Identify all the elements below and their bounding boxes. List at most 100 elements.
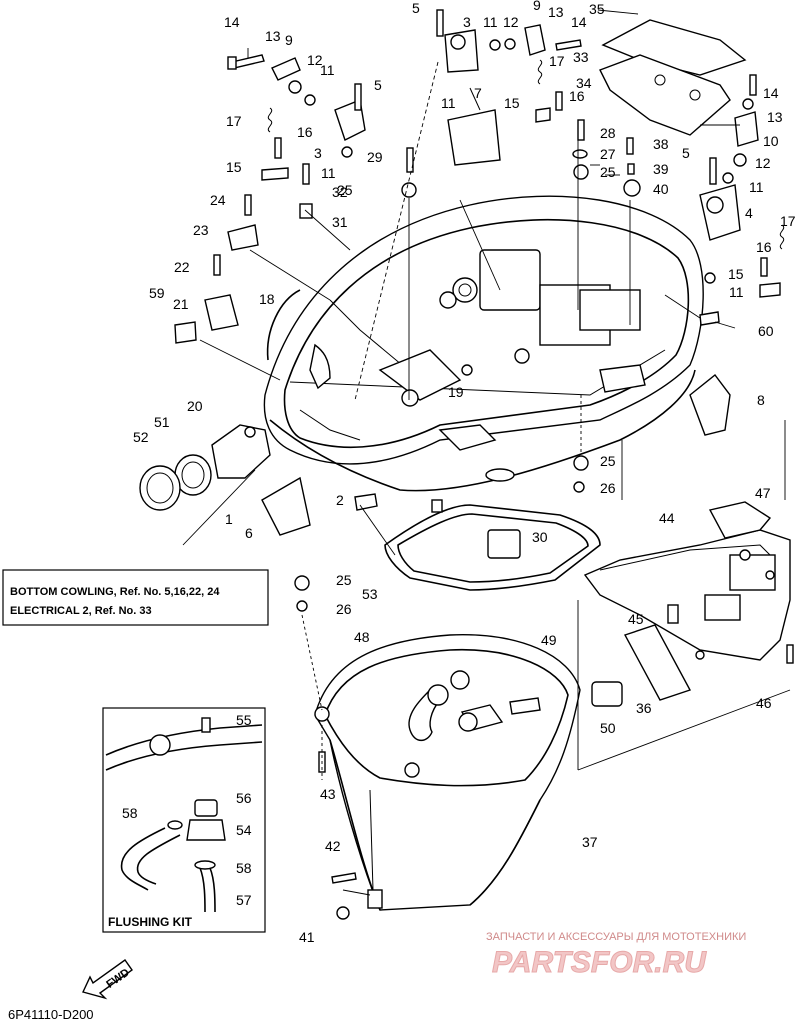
callout-60: 60 xyxy=(758,323,774,339)
callout-ticks xyxy=(247,9,740,176)
callout-12: 12 xyxy=(307,52,323,68)
fwd-arrow: FWD xyxy=(82,959,133,1000)
callout-12: 12 xyxy=(755,155,771,171)
callout-46: 46 xyxy=(756,695,772,711)
callout-53: 53 xyxy=(362,586,378,602)
leader-lines xyxy=(182,61,791,896)
callout-2: 2 xyxy=(336,492,344,508)
callout-6: 6 xyxy=(245,525,253,541)
callout-25: 25 xyxy=(337,182,353,198)
callout-7: 7 xyxy=(474,85,482,101)
callout-17: 17 xyxy=(226,113,242,129)
callout-28: 28 xyxy=(600,125,616,141)
callout-3: 3 xyxy=(463,14,471,30)
callout-43: 43 xyxy=(320,786,336,802)
callout-59: 59 xyxy=(149,285,165,301)
callout-57: 57 xyxy=(236,892,252,908)
drawing-code: 6P41110-D200 xyxy=(8,1007,94,1022)
callout-49: 49 xyxy=(541,632,557,648)
callout-40: 40 xyxy=(653,181,669,197)
callout-9: 9 xyxy=(533,0,541,13)
callout-13: 13 xyxy=(548,4,564,20)
callout-52: 52 xyxy=(133,429,149,445)
callout-3: 3 xyxy=(314,145,322,161)
reference-box: BOTTOM COWLING, Ref. No. 5,16,22, 24 ELE… xyxy=(2,569,269,626)
callout-29: 29 xyxy=(367,149,383,165)
callout-41: 41 xyxy=(299,929,315,945)
callout-5: 5 xyxy=(412,0,420,16)
callout-56: 56 xyxy=(236,790,252,806)
callout-17: 17 xyxy=(549,53,565,69)
callout-30: 30 xyxy=(532,529,548,545)
callout-22: 22 xyxy=(174,259,190,275)
callout-24: 24 xyxy=(210,192,226,208)
callout-26: 26 xyxy=(600,480,616,496)
callout-51: 51 xyxy=(154,414,170,430)
callout-27: 27 xyxy=(600,146,616,162)
callout-45: 45 xyxy=(628,611,644,627)
callout-11: 11 xyxy=(321,165,336,181)
reference-line-1: BOTTOM COWLING, Ref. No. 5,16,22, 24 xyxy=(10,586,220,598)
callout-23: 23 xyxy=(193,222,209,238)
callout-48: 48 xyxy=(354,629,370,645)
callout-25: 25 xyxy=(600,453,616,469)
callout-10: 10 xyxy=(763,133,779,149)
callout-25: 25 xyxy=(336,572,352,588)
callout-39: 39 xyxy=(653,161,669,177)
callout-16: 16 xyxy=(569,88,585,104)
callout-54: 54 xyxy=(236,822,252,838)
callout-50: 50 xyxy=(600,720,616,736)
callout-labels: 1233455567899101111111111111212121313131… xyxy=(122,0,796,945)
flushing-kit-inset: FLUSHING KIT xyxy=(102,707,266,933)
callout-42: 42 xyxy=(325,838,341,854)
callout-11: 11 xyxy=(729,284,744,300)
callout-21: 21 xyxy=(173,296,189,312)
callout-44: 44 xyxy=(659,510,675,526)
callout-11: 11 xyxy=(749,179,764,195)
callout-14: 14 xyxy=(224,14,240,30)
callout-16: 16 xyxy=(756,239,772,255)
callout-33: 33 xyxy=(573,49,589,65)
callout-13: 13 xyxy=(265,28,281,44)
callout-11: 11 xyxy=(483,14,498,30)
plate-33-34 xyxy=(599,19,747,136)
callout-38: 38 xyxy=(653,136,669,152)
callout-14: 14 xyxy=(571,14,587,30)
callout-31: 31 xyxy=(332,214,348,230)
callout-55: 55 xyxy=(236,712,252,728)
callout-58: 58 xyxy=(122,805,138,821)
flushing-kit-title: FLUSHING KIT xyxy=(108,915,193,929)
callout-1: 1 xyxy=(225,511,233,527)
watermark: ЗАПЧАСТИ И АКСЕССУАРЫ ДЛЯ МОТОТЕХНИКИ PA… xyxy=(486,931,746,980)
callout-5: 5 xyxy=(374,77,382,93)
callout-37: 37 xyxy=(582,834,598,850)
bottom-cowling-assembly xyxy=(263,195,704,492)
callout-35: 35 xyxy=(589,1,605,17)
callout-11: 11 xyxy=(441,95,456,111)
callout-19: 19 xyxy=(448,384,464,400)
callout-26: 26 xyxy=(336,601,352,617)
callout-20: 20 xyxy=(187,398,203,414)
lower-cowling-assembly xyxy=(314,634,581,911)
callout-13: 13 xyxy=(767,109,783,125)
callout-47: 47 xyxy=(755,485,771,501)
bracket-44 xyxy=(583,529,791,661)
callout-15: 15 xyxy=(226,159,242,175)
reference-line-2: ELECTRICAL 2, Ref. No. 33 xyxy=(10,605,152,617)
callout-14: 14 xyxy=(763,85,779,101)
callout-36: 36 xyxy=(636,700,652,716)
watermark-tagline: ЗАПЧАСТИ И АКСЕССУАРЫ ДЛЯ МОТОТЕХНИКИ xyxy=(486,931,746,943)
seal-53 xyxy=(384,499,601,591)
callout-12: 12 xyxy=(503,14,519,30)
callout-5: 5 xyxy=(682,145,690,161)
callout-15: 15 xyxy=(728,266,744,282)
callout-58: 58 xyxy=(236,860,252,876)
watermark-brand: PARTSFOR.RU xyxy=(492,946,707,979)
callout-34: 34 xyxy=(576,75,592,91)
callout-16: 16 xyxy=(297,124,313,140)
callout-8: 8 xyxy=(757,392,765,408)
callout-18: 18 xyxy=(259,291,275,307)
callout-32: 32 xyxy=(332,184,348,200)
small-parts xyxy=(139,9,794,920)
callout-11: 11 xyxy=(320,62,335,78)
